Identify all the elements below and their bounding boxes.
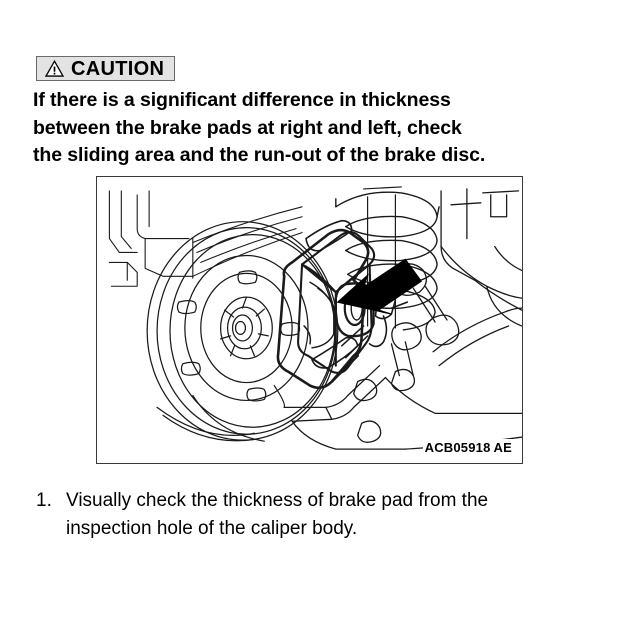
brake-disc: [146, 221, 339, 442]
figure-id-suffix: AE: [493, 440, 512, 455]
dust-shield: [192, 384, 286, 442]
caution-header-box: CAUTION: [36, 56, 176, 81]
procedure-step-list: 1. Visually check the thickness of brake…: [36, 487, 611, 543]
warning-triangle-icon: [45, 60, 64, 77]
step-text-line: inspection hole of the caliper body.: [66, 518, 358, 539]
caution-label: CAUTION: [71, 57, 165, 80]
step-number: 1.: [36, 490, 52, 511]
inspection-hole-arrow: [336, 258, 423, 315]
caution-text: If there is a significant difference in …: [33, 87, 613, 170]
subframe-crossmember: [432, 188, 522, 367]
caution-text-line: between the brake pads at right and left…: [33, 116, 462, 139]
wheel-studs: [176, 270, 301, 402]
caution-text-line: the sliding area and the run-out of the …: [33, 144, 486, 166]
caliper-guide-pins: [305, 219, 359, 369]
brake-assembly-illustration: [108, 186, 522, 450]
wheel-hub: [220, 296, 273, 360]
list-item: 1. Visually check the thickness of brake…: [36, 487, 611, 543]
caution-text-line: If there is a significant difference in …: [33, 89, 451, 111]
step-text-line: Visually check the thickness of brake pa…: [66, 490, 489, 511]
figure-id-code: ACB05918: [424, 440, 491, 455]
step-text: Visually check the thickness of brake pa…: [66, 487, 611, 543]
caliper-bracket: [276, 228, 370, 390]
rear-axle-beam: [283, 365, 522, 450]
